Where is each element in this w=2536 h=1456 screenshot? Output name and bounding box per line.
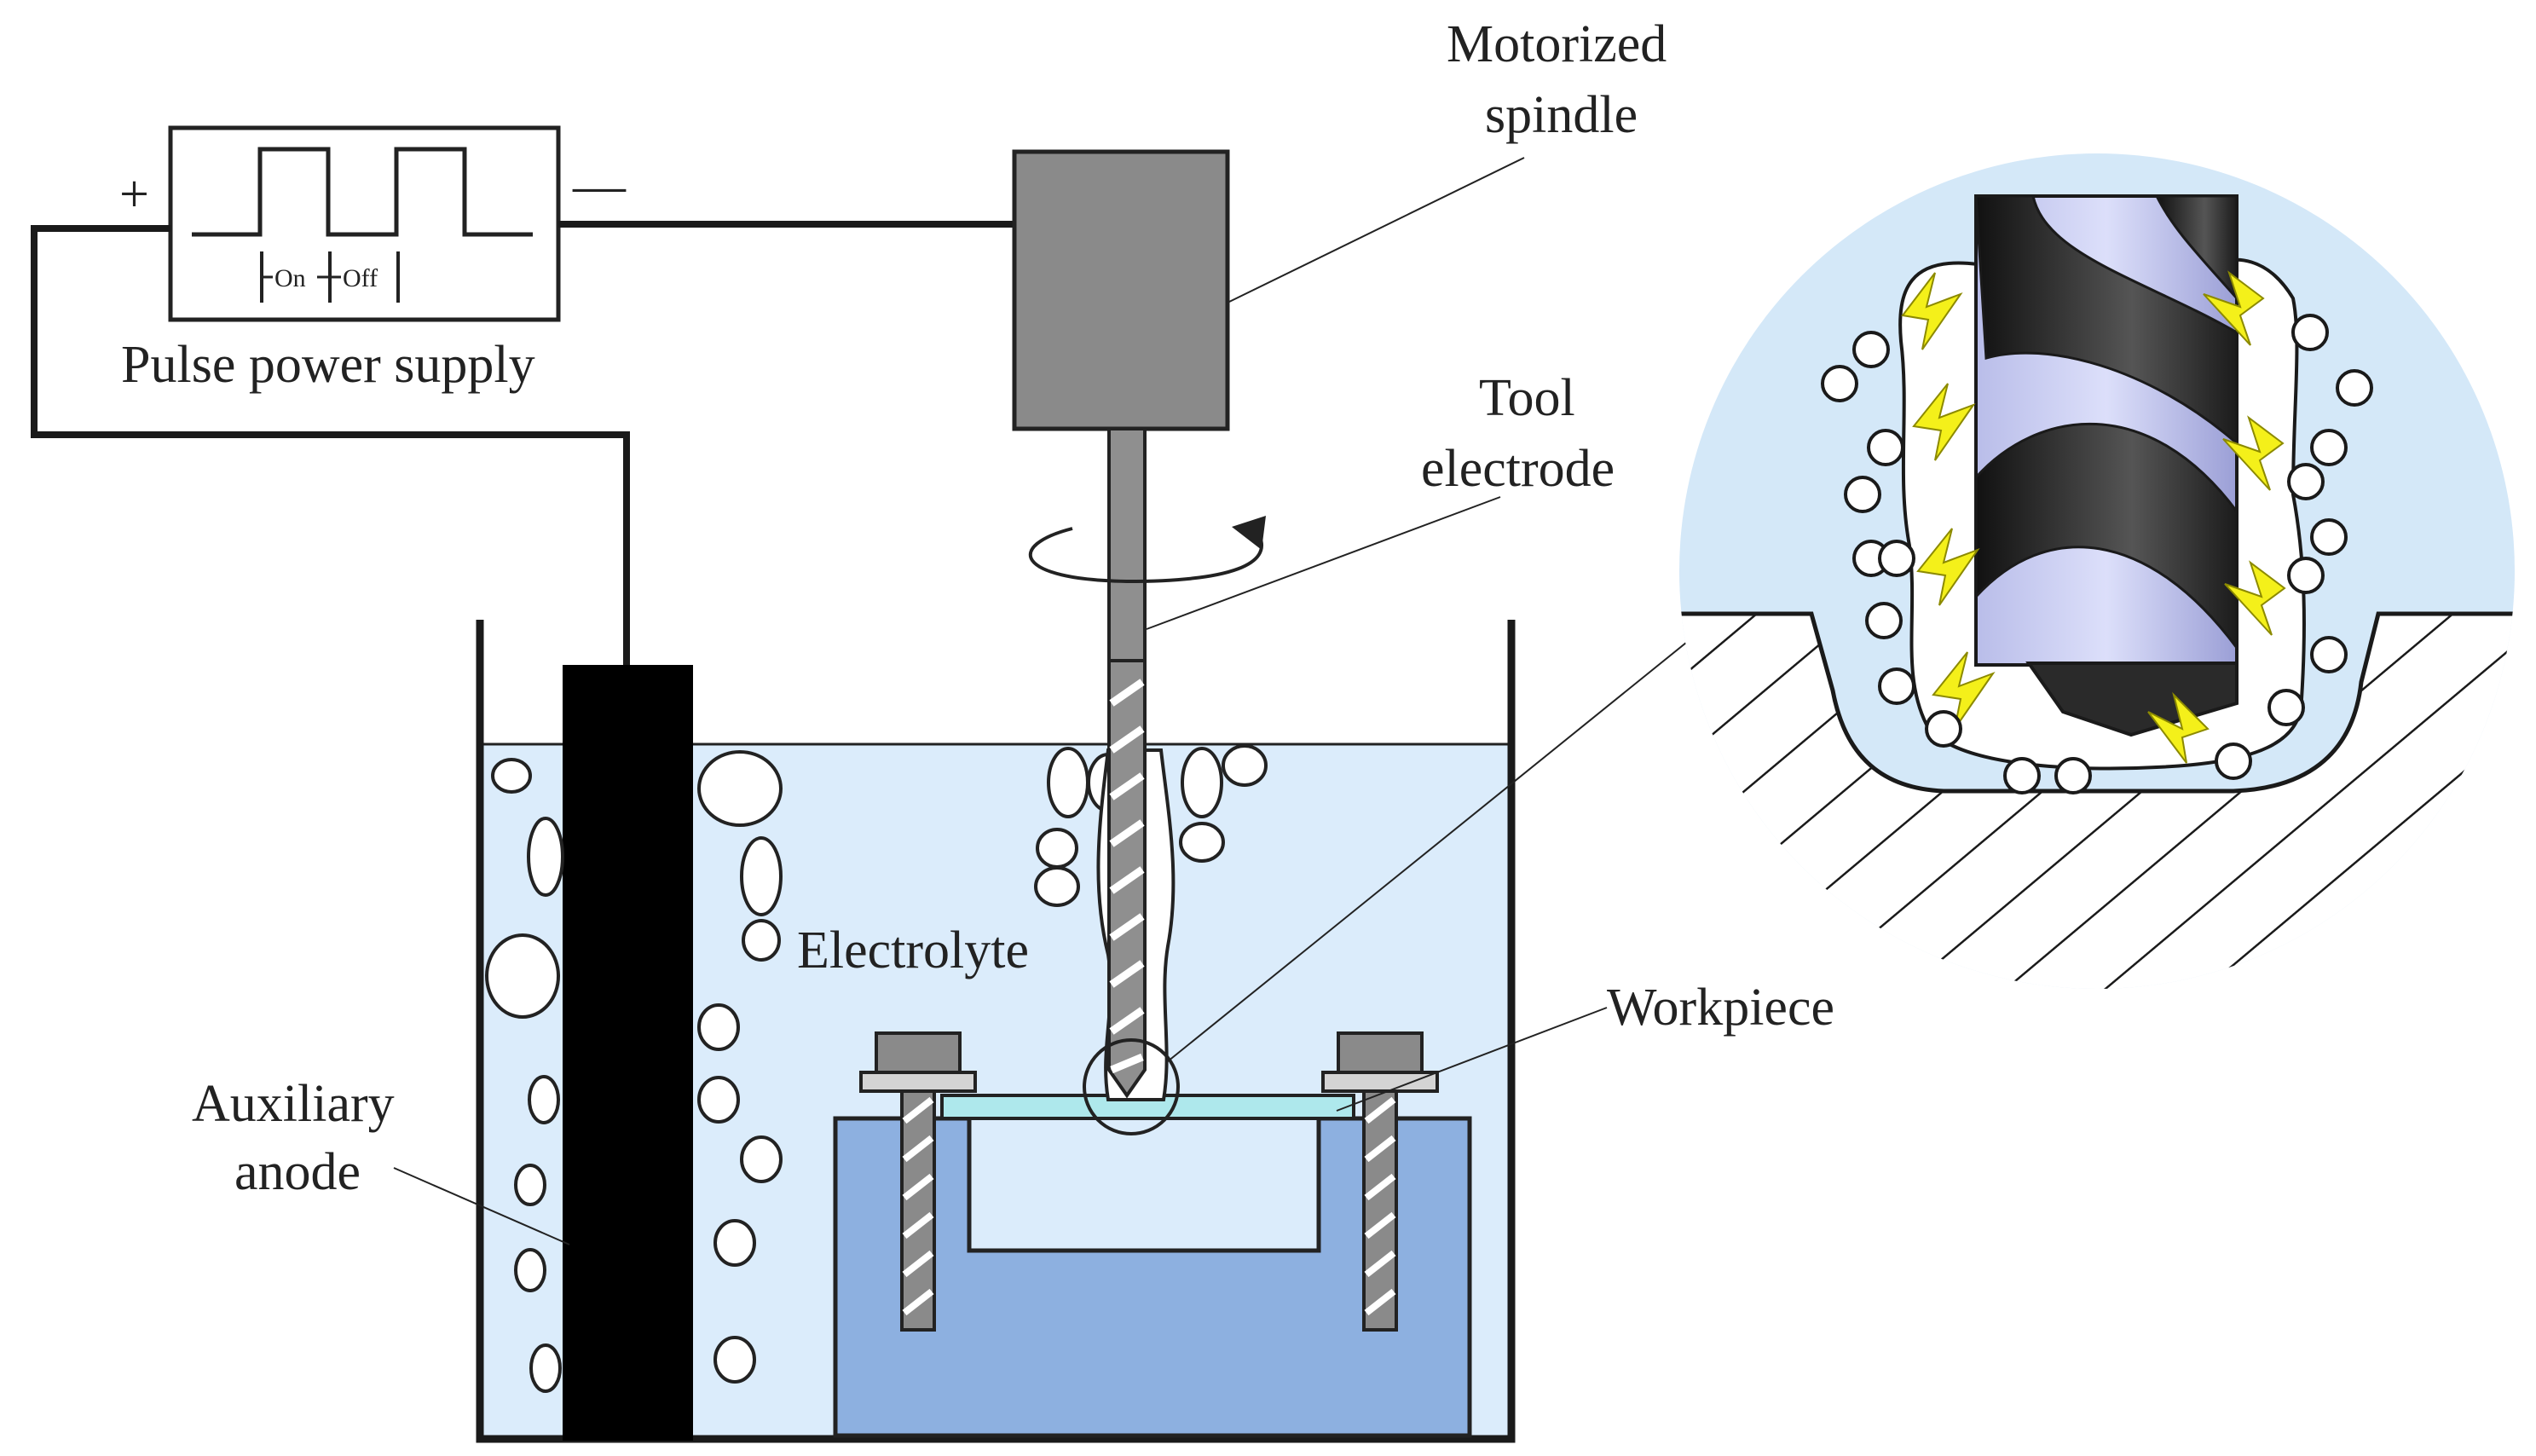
plus-sign: +: [119, 165, 149, 223]
minus-sign: —: [572, 157, 627, 215]
pulse-power-supply: On Off + — Pulse power supply: [119, 125, 627, 394]
power-supply-box: [168, 125, 561, 322]
auxiliary-anode-label-1: Auxiliary: [192, 1075, 395, 1133]
zoom-drill-flute-3: [1974, 422, 2238, 652]
on-label: On: [274, 264, 306, 292]
magnify-circle: [1083, 1038, 1180, 1135]
rotation-arrowhead: [1232, 516, 1266, 550]
zoom-detail: [1679, 153, 2515, 989]
positive-wire: [31, 225, 630, 665]
zoom-bubbles: [1821, 314, 2373, 794]
wiring: [31, 221, 1014, 665]
leader-lines: [393, 157, 1608, 1245]
auxiliary-anode-label-2: anode: [234, 1143, 361, 1201]
on-off-marker: On Off: [260, 251, 400, 303]
workpiece-label: Workpiece: [1607, 979, 1834, 1037]
tank-wall: [476, 620, 1516, 1443]
tool-electrode-label-1: Tool: [1479, 369, 1575, 427]
anode-bubbles: [485, 750, 783, 1393]
auxiliary-anode: [563, 665, 693, 1441]
rotation-arrow: [1029, 527, 1263, 584]
clamp-screw-left: [859, 1031, 977, 1332]
fixture: [833, 1116, 1472, 1438]
magnify-line-top: [1167, 613, 1723, 1062]
pulse-waveform: [192, 147, 533, 237]
motorized-spindle: [1012, 149, 1230, 431]
off-label: Off: [343, 264, 378, 292]
motorized-spindle-label-1: Motorized: [1447, 15, 1667, 73]
tool-electrode: [1029, 427, 1266, 1099]
clamp-screw-right: [1321, 1031, 1439, 1332]
fixture-recess: [967, 1118, 1321, 1253]
zoom-sparks: [1901, 270, 2286, 764]
electrolyte-label: Electrolyte: [797, 922, 1029, 979]
pulse-power-supply-label: Pulse power supply: [121, 336, 535, 394]
motorized-spindle-label-2: spindle: [1485, 86, 1638, 144]
tool-electrode-label-2: electrode: [1421, 440, 1615, 498]
